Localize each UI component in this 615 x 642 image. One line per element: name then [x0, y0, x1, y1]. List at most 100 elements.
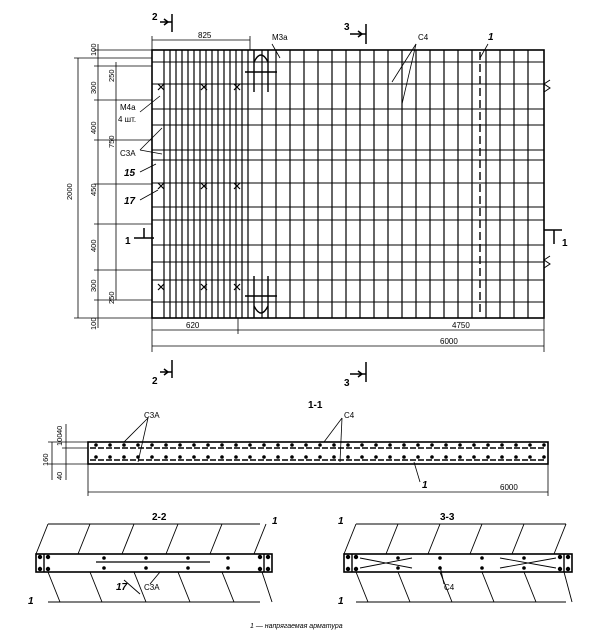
- dim-4750: 4750: [452, 321, 470, 330]
- bar-dot: [360, 455, 364, 459]
- dim-620: 620: [186, 321, 200, 330]
- section-1-1-leader-lines: [123, 417, 421, 483]
- bar-dot: [514, 455, 518, 459]
- bar-dot: [444, 443, 448, 447]
- section-cut-2-top: [160, 14, 173, 32]
- bar-dot: [248, 443, 252, 447]
- section-cut-1-left: [134, 228, 154, 239]
- left-dimension-lines: [74, 44, 152, 328]
- bar-dot: [430, 455, 434, 459]
- bar-dot: [374, 455, 378, 459]
- section-mark-3-top: 3: [344, 22, 350, 33]
- bar-dot: [444, 455, 448, 459]
- bar-dot: [122, 443, 126, 447]
- label-m3a: М3а: [272, 33, 288, 42]
- bar-dot: [416, 443, 420, 447]
- bar-dot: [178, 455, 182, 459]
- bar-dot: [500, 443, 504, 447]
- bar-dot: [276, 455, 280, 459]
- dim-300-bottom: 300: [89, 279, 98, 292]
- section-cut-3-top: [350, 24, 367, 44]
- bar-dot: [388, 455, 392, 459]
- s22-label-c3a: С3А: [144, 583, 160, 592]
- dim-250-top: 250: [107, 69, 116, 82]
- section-1-1-dimension-lines: [48, 424, 549, 496]
- dim-100-bottom: 100: [89, 317, 98, 330]
- section-3-3-outline: [343, 553, 573, 573]
- bar-dot: [164, 443, 168, 447]
- section-cut-3-bottom: [350, 362, 367, 382]
- bar-dot: [528, 455, 532, 459]
- s22-label-1-top: 1: [272, 516, 278, 527]
- label-c3a: С3А: [120, 149, 136, 158]
- bar-dot: [374, 443, 378, 447]
- s22-label-1-bottom: 1: [28, 596, 34, 607]
- bar-dot: [220, 455, 224, 459]
- s11-label-c3a: С3А: [144, 411, 160, 420]
- bar-dot: [486, 455, 490, 459]
- bar-dot: [164, 455, 168, 459]
- bar-dot: [304, 443, 308, 447]
- bar-dot: [402, 443, 406, 447]
- lifting-loop-top: [245, 50, 277, 92]
- bar-dot: [360, 443, 364, 447]
- s11-dim-100: 100: [55, 433, 64, 446]
- bar-dot: [346, 443, 350, 447]
- bar-dot: [472, 443, 476, 447]
- bar-dot: [136, 455, 140, 459]
- section-cut-1-right: [544, 229, 562, 244]
- plan-outline: [151, 49, 545, 319]
- bar-dot: [206, 443, 210, 447]
- bar-dot: [94, 455, 98, 459]
- bar-dot: [220, 443, 224, 447]
- section-2-2-stirrups: [35, 523, 273, 603]
- s11-dim-6000: 6000: [500, 483, 518, 492]
- label-15: 15: [124, 168, 136, 179]
- bar-dot: [206, 455, 210, 459]
- bar-dot: [500, 455, 504, 459]
- bar-dot: [430, 443, 434, 447]
- bar-dot: [122, 455, 126, 459]
- dim-450: 450: [89, 183, 98, 196]
- dim-100-top: 100: [89, 43, 98, 56]
- bar-dot: [318, 455, 322, 459]
- bar-dot: [458, 455, 462, 459]
- bar-dot: [178, 443, 182, 447]
- section-mark-1-left: 1: [125, 236, 131, 247]
- bar-dot: [234, 443, 238, 447]
- bar-dot: [486, 443, 490, 447]
- embedded-part-marks: [157, 83, 241, 291]
- break-mark: [543, 255, 551, 269]
- dim-300-top: 300: [89, 81, 98, 94]
- section-mark-1-right: 1: [562, 238, 568, 249]
- label-c4: С4: [418, 33, 429, 42]
- dim-825: 825: [198, 31, 212, 40]
- section-1-1-bar-dots: [94, 443, 546, 459]
- dim-400-top: 400: [89, 121, 98, 134]
- bar-dot: [192, 443, 196, 447]
- bar-dot: [290, 455, 294, 459]
- bar-dot: [332, 455, 336, 459]
- s33-label-1-bottom: 1: [338, 596, 344, 607]
- bar-dot: [262, 455, 266, 459]
- bar-dot: [234, 455, 238, 459]
- section-cut-2-bottom: [160, 360, 173, 378]
- bar-dot: [528, 443, 532, 447]
- bar-dot: [276, 443, 280, 447]
- s33-label-1-top: 1: [338, 516, 344, 527]
- bar-dot: [402, 455, 406, 459]
- plan-transverse-bars: [163, 50, 529, 318]
- section-1-1-outline: [87, 441, 549, 465]
- section-mark-2-top: 2: [152, 12, 158, 23]
- break-mark: [543, 79, 551, 93]
- bar-dot: [150, 455, 154, 459]
- caption-legend: 1 — напрягаемая арматура: [250, 623, 343, 630]
- bar-dot: [346, 455, 350, 459]
- section-3-3-stirrups: [343, 523, 573, 603]
- dim-6000: 6000: [440, 337, 458, 346]
- s22-label-17: 17: [116, 582, 128, 593]
- bar-dot: [150, 443, 154, 447]
- s33-label-c4: С4: [444, 583, 455, 592]
- s11-dim-160: 160: [41, 453, 50, 466]
